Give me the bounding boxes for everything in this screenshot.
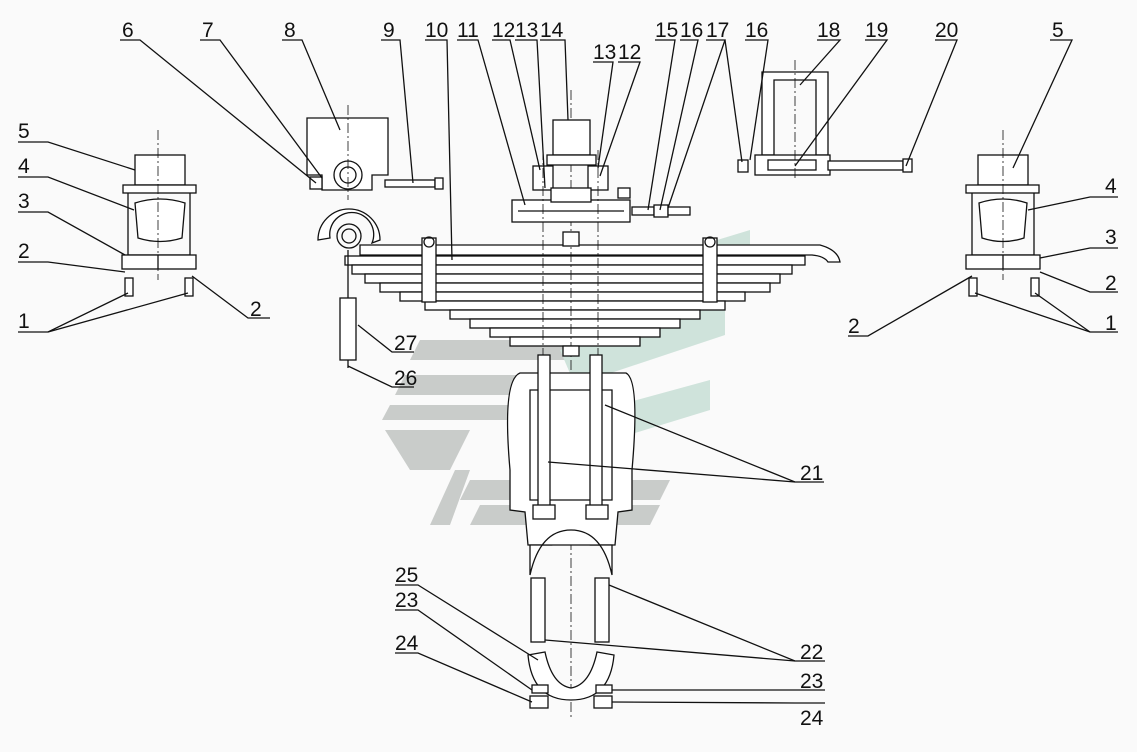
callout-11: 11 <box>457 19 479 42</box>
leader-lines <box>18 39 1118 704</box>
callout-18: 18 <box>817 19 840 42</box>
callout-7: 7 <box>202 19 214 42</box>
leaf-spring-pack <box>344 90 841 720</box>
callout-14: 14 <box>540 19 564 42</box>
callout-12-b: 12 <box>618 41 641 64</box>
spring-eye <box>317 208 381 249</box>
callout-4-right: 4 <box>1105 175 1117 198</box>
callout-2-left: 2 <box>18 240 30 263</box>
callout-numbers: 5 4 3 2 1 2 6 7 8 9 10 11 12 13 14 13 12… <box>18 19 1117 730</box>
right-bumper-assembly <box>965 130 1041 297</box>
front-bracket <box>306 105 444 200</box>
callout-1-right: 1 <box>1105 312 1117 335</box>
axle-seat-assembly <box>506 354 636 709</box>
callout-5-left: 5 <box>18 120 30 143</box>
callout-2-right-lower: 2 <box>848 315 860 338</box>
callout-8: 8 <box>284 19 296 42</box>
callout-20: 20 <box>935 19 958 42</box>
callout-16-a: 16 <box>680 19 703 42</box>
callout-6: 6 <box>122 19 134 42</box>
callout-3-left: 3 <box>18 190 30 213</box>
callout-13-a: 13 <box>515 19 538 42</box>
callout-25: 25 <box>395 564 418 587</box>
callout-22: 22 <box>800 641 823 664</box>
callout-16-b: 16 <box>745 19 768 42</box>
callout-23-right: 23 <box>800 670 823 693</box>
callout-9: 9 <box>383 19 395 42</box>
callout-3-right: 3 <box>1105 226 1117 249</box>
shackle-pin-fittings <box>631 204 691 218</box>
callout-13-b: 13 <box>593 41 616 64</box>
callout-27: 27 <box>394 332 417 355</box>
callout-15: 15 <box>655 19 678 42</box>
callout-4-left: 4 <box>18 155 30 178</box>
top-plate-assembly <box>511 119 631 500</box>
callout-2-right: 2 <box>1105 272 1117 295</box>
callout-19: 19 <box>865 19 888 42</box>
callout-24-left: 24 <box>395 632 419 655</box>
callout-23-left: 23 <box>395 589 418 612</box>
drop-link <box>339 250 357 368</box>
callout-2-left-lower: 2 <box>250 298 262 321</box>
rear-shackle <box>737 60 913 180</box>
callout-1-left: 1 <box>18 310 30 333</box>
callout-12-a: 12 <box>492 19 515 42</box>
left-bumper-assembly <box>121 130 197 297</box>
callout-17: 17 <box>706 19 729 42</box>
callout-10: 10 <box>425 19 448 42</box>
callout-24-right: 24 <box>800 707 824 730</box>
callout-21: 21 <box>800 462 823 485</box>
callout-26: 26 <box>394 367 417 390</box>
callout-5-right: 5 <box>1052 19 1064 42</box>
